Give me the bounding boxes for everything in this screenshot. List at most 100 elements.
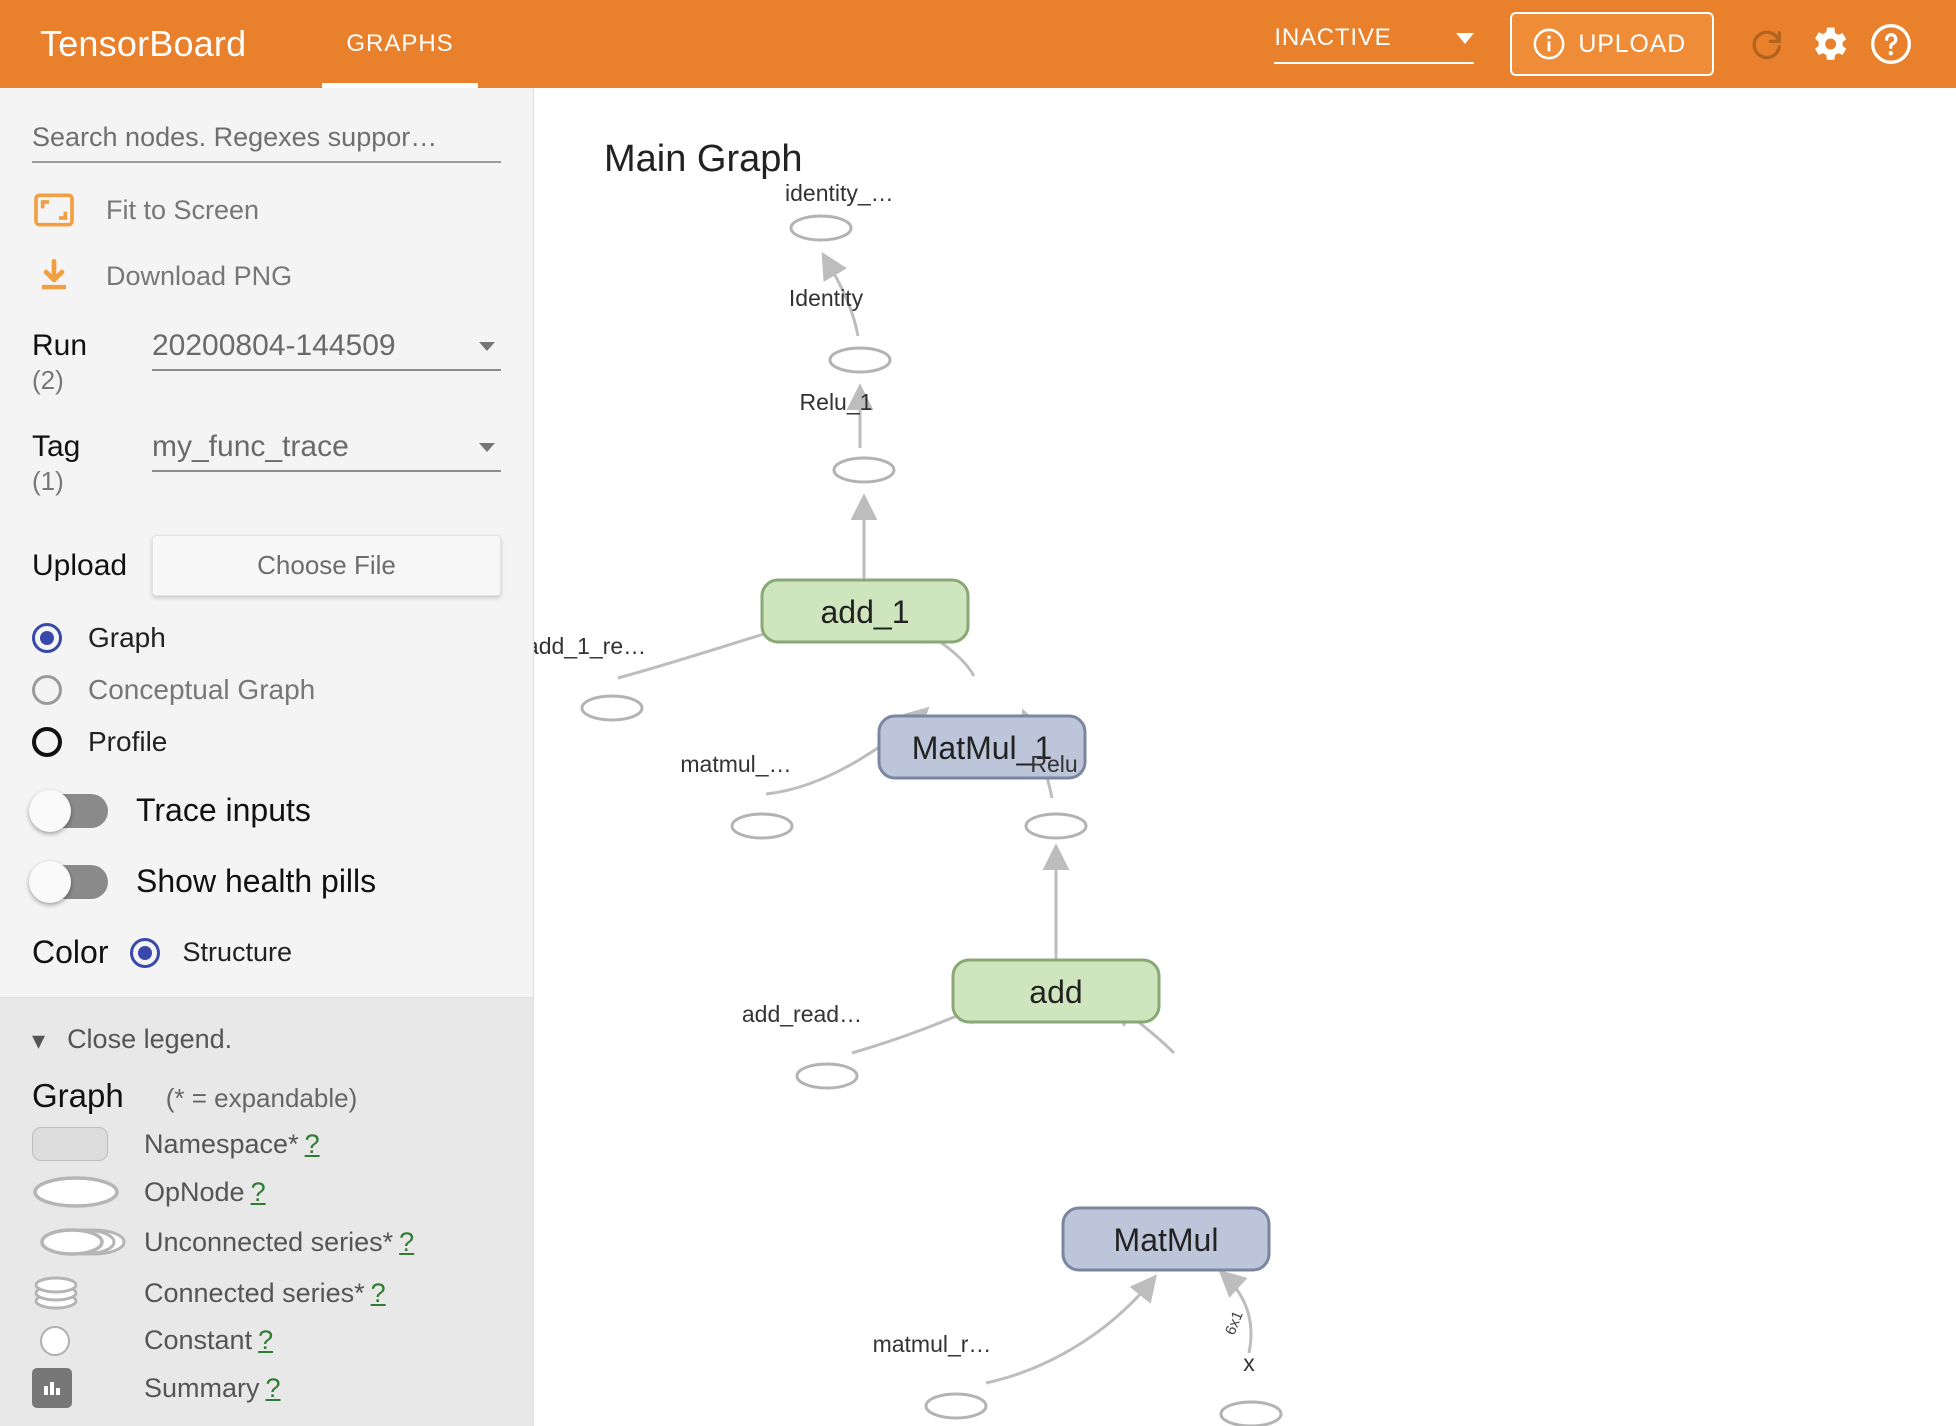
tag-select[interactable]: my_func_trace <box>152 430 501 472</box>
close-legend-button[interactable]: ▾ Close legend. <box>32 1024 501 1055</box>
node-add-1-readvariableop[interactable]: add_1_re… <box>534 633 646 722</box>
edge-matmulread-to-matmul <box>985 1274 1157 1385</box>
radio-graph[interactable]: Graph <box>32 622 501 654</box>
opnode-ellipse-icon <box>795 1062 859 1090</box>
upload-row: Upload Choose File <box>32 535 501 596</box>
legend-item-constant: Constant? <box>32 1325 501 1356</box>
legend-label-namespace: Namespace* <box>144 1128 299 1159</box>
search-input[interactable] <box>32 122 501 153</box>
fit-to-screen-button[interactable]: Fit to Screen <box>32 193 501 227</box>
node-matmul-1[interactable]: MatMul_1 <box>877 714 1087 780</box>
legend-item-opnode: OpNode? <box>32 1173 501 1211</box>
node-matmul-readvariableop[interactable]: matmul_r… <box>873 1331 992 1420</box>
namespace-rect-icon <box>1061 1206 1271 1272</box>
radio-conceptual-graph[interactable]: Conceptual Graph <box>32 674 501 706</box>
radio-conceptual-graph-label: Conceptual Graph <box>88 674 316 705</box>
tag-label-group: Tag (1) <box>32 430 152 497</box>
edge-x-to-matmul <box>1218 1269 1253 1354</box>
help-link[interactable]: ? <box>265 1372 281 1403</box>
sidebar: Fit to Screen Download PNG Run (2) <box>0 88 534 1426</box>
namespace-rect-icon <box>32 1127 144 1161</box>
node-label: x <box>1243 1350 1255 1376</box>
legend-item-connected-series: Connected series*? <box>32 1273 501 1313</box>
app-header: TensorBoard GRAPHS INACTIVE UPLOAD <box>0 0 1956 88</box>
brand-title: TensorBoard <box>40 23 247 64</box>
radio-profile[interactable]: Profile <box>32 726 501 758</box>
toggle-switch-icon <box>29 860 108 903</box>
upload-button-label: UPLOAD <box>1578 29 1686 58</box>
download-png-label: Download PNG <box>106 260 293 291</box>
legend-label-opnode: OpNode <box>144 1176 245 1207</box>
node-label: Relu <box>1030 751 1077 777</box>
chevron-down-icon <box>1456 32 1475 44</box>
legend-label-summary: Summary <box>144 1372 260 1403</box>
tab-graphs[interactable]: GRAPHS <box>322 0 479 88</box>
legend-note: (* = expandable) <box>165 1083 358 1113</box>
summary-icon <box>32 1368 144 1408</box>
opnode-ellipse-icon <box>580 694 644 722</box>
node-x[interactable]: x <box>1219 1350 1283 1426</box>
header-actions: INACTIVE UPLOAD <box>1274 12 1956 76</box>
fit-to-screen-label: Fit to Screen <box>106 194 260 225</box>
node-identity-out[interactable]: identity_… <box>785 180 894 242</box>
opnode-ellipse-icon <box>32 1173 144 1211</box>
help-link[interactable]: ? <box>250 1176 266 1207</box>
legend-label-constant: Constant <box>144 1325 253 1355</box>
legend-title: Graph <box>32 1077 124 1114</box>
opnode-ellipse-icon <box>730 812 794 840</box>
namespace-rect-icon <box>951 958 1161 1024</box>
choose-file-button[interactable]: Choose File <box>152 535 501 596</box>
run-status-dropdown[interactable]: INACTIVE <box>1274 24 1475 64</box>
node-add-readvariableop[interactable]: add_read… <box>742 1001 862 1090</box>
download-icon <box>32 257 76 295</box>
node-label: Relu_1 <box>800 389 873 415</box>
node-relu-1[interactable]: Relu_1 <box>800 389 896 484</box>
help-link[interactable]: ? <box>370 1277 386 1308</box>
node-label: identity_… <box>785 180 894 206</box>
graph-canvas[interactable]: Main Graph <box>534 88 1956 1426</box>
edge-identity-to-identity-out <box>821 251 860 337</box>
help-link[interactable]: ? <box>399 1226 415 1257</box>
node-label: matmul_r… <box>873 1331 992 1357</box>
node-label: add_read… <box>742 1001 862 1027</box>
search-field[interactable] <box>32 122 501 163</box>
node-add[interactable]: add <box>951 958 1161 1024</box>
help-icon[interactable] <box>1860 13 1922 75</box>
graph-nodes: identity_… Identity Relu_1 add_1 <box>534 180 1283 1426</box>
graph-svg[interactable]: identity_… Identity Relu_1 add_1 <box>534 88 1956 1426</box>
upload-button[interactable]: UPLOAD <box>1510 12 1714 76</box>
run-status-label: INACTIVE <box>1274 24 1392 51</box>
nav-tabs: GRAPHS <box>322 0 479 88</box>
opnode-ellipse-icon <box>828 346 892 374</box>
opnode-ellipse-icon <box>924 1392 988 1420</box>
run-label-group: Run (2) <box>32 329 152 396</box>
refresh-icon[interactable] <box>1736 13 1798 75</box>
namespace-rect-icon <box>877 714 1087 780</box>
legend-item-namespace: Namespace*? <box>32 1127 501 1161</box>
node-add-1[interactable]: add_1 <box>760 578 970 644</box>
node-matmul-1-readvariableop[interactable]: matmul_… <box>680 751 794 840</box>
color-mode-row: Color Structure <box>32 934 501 971</box>
upload-label: Upload <box>32 548 128 582</box>
show-health-pills-toggle[interactable]: Show health pills <box>29 860 501 903</box>
radio-profile-label: Profile <box>88 726 168 757</box>
fit-to-screen-icon <box>32 193 76 227</box>
node-relu[interactable]: Relu <box>1024 751 1088 840</box>
legend-header: Graph (* = expandable) <box>32 1077 501 1115</box>
app-body: Fit to Screen Download PNG Run (2) <box>0 88 1956 1426</box>
node-label: add_1 <box>821 594 910 630</box>
trace-inputs-toggle[interactable]: Trace inputs <box>29 789 501 832</box>
run-select[interactable]: 20200804-144509 <box>152 329 501 371</box>
tag-value: my_func_trace <box>152 430 349 463</box>
radio-structure-icon[interactable] <box>130 937 161 968</box>
help-link[interactable]: ? <box>258 1325 274 1355</box>
node-matmul[interactable]: MatMul <box>1061 1206 1271 1272</box>
radio-profile-icon <box>32 727 62 757</box>
download-png-button[interactable]: Download PNG <box>32 257 501 295</box>
run-value: 20200804-144509 <box>152 329 396 362</box>
gear-icon[interactable] <box>1798 13 1860 75</box>
node-label: add_1_re… <box>534 633 646 659</box>
node-identity[interactable]: Identity <box>789 285 892 374</box>
tag-label: Tag <box>32 430 81 463</box>
help-link[interactable]: ? <box>304 1128 320 1159</box>
